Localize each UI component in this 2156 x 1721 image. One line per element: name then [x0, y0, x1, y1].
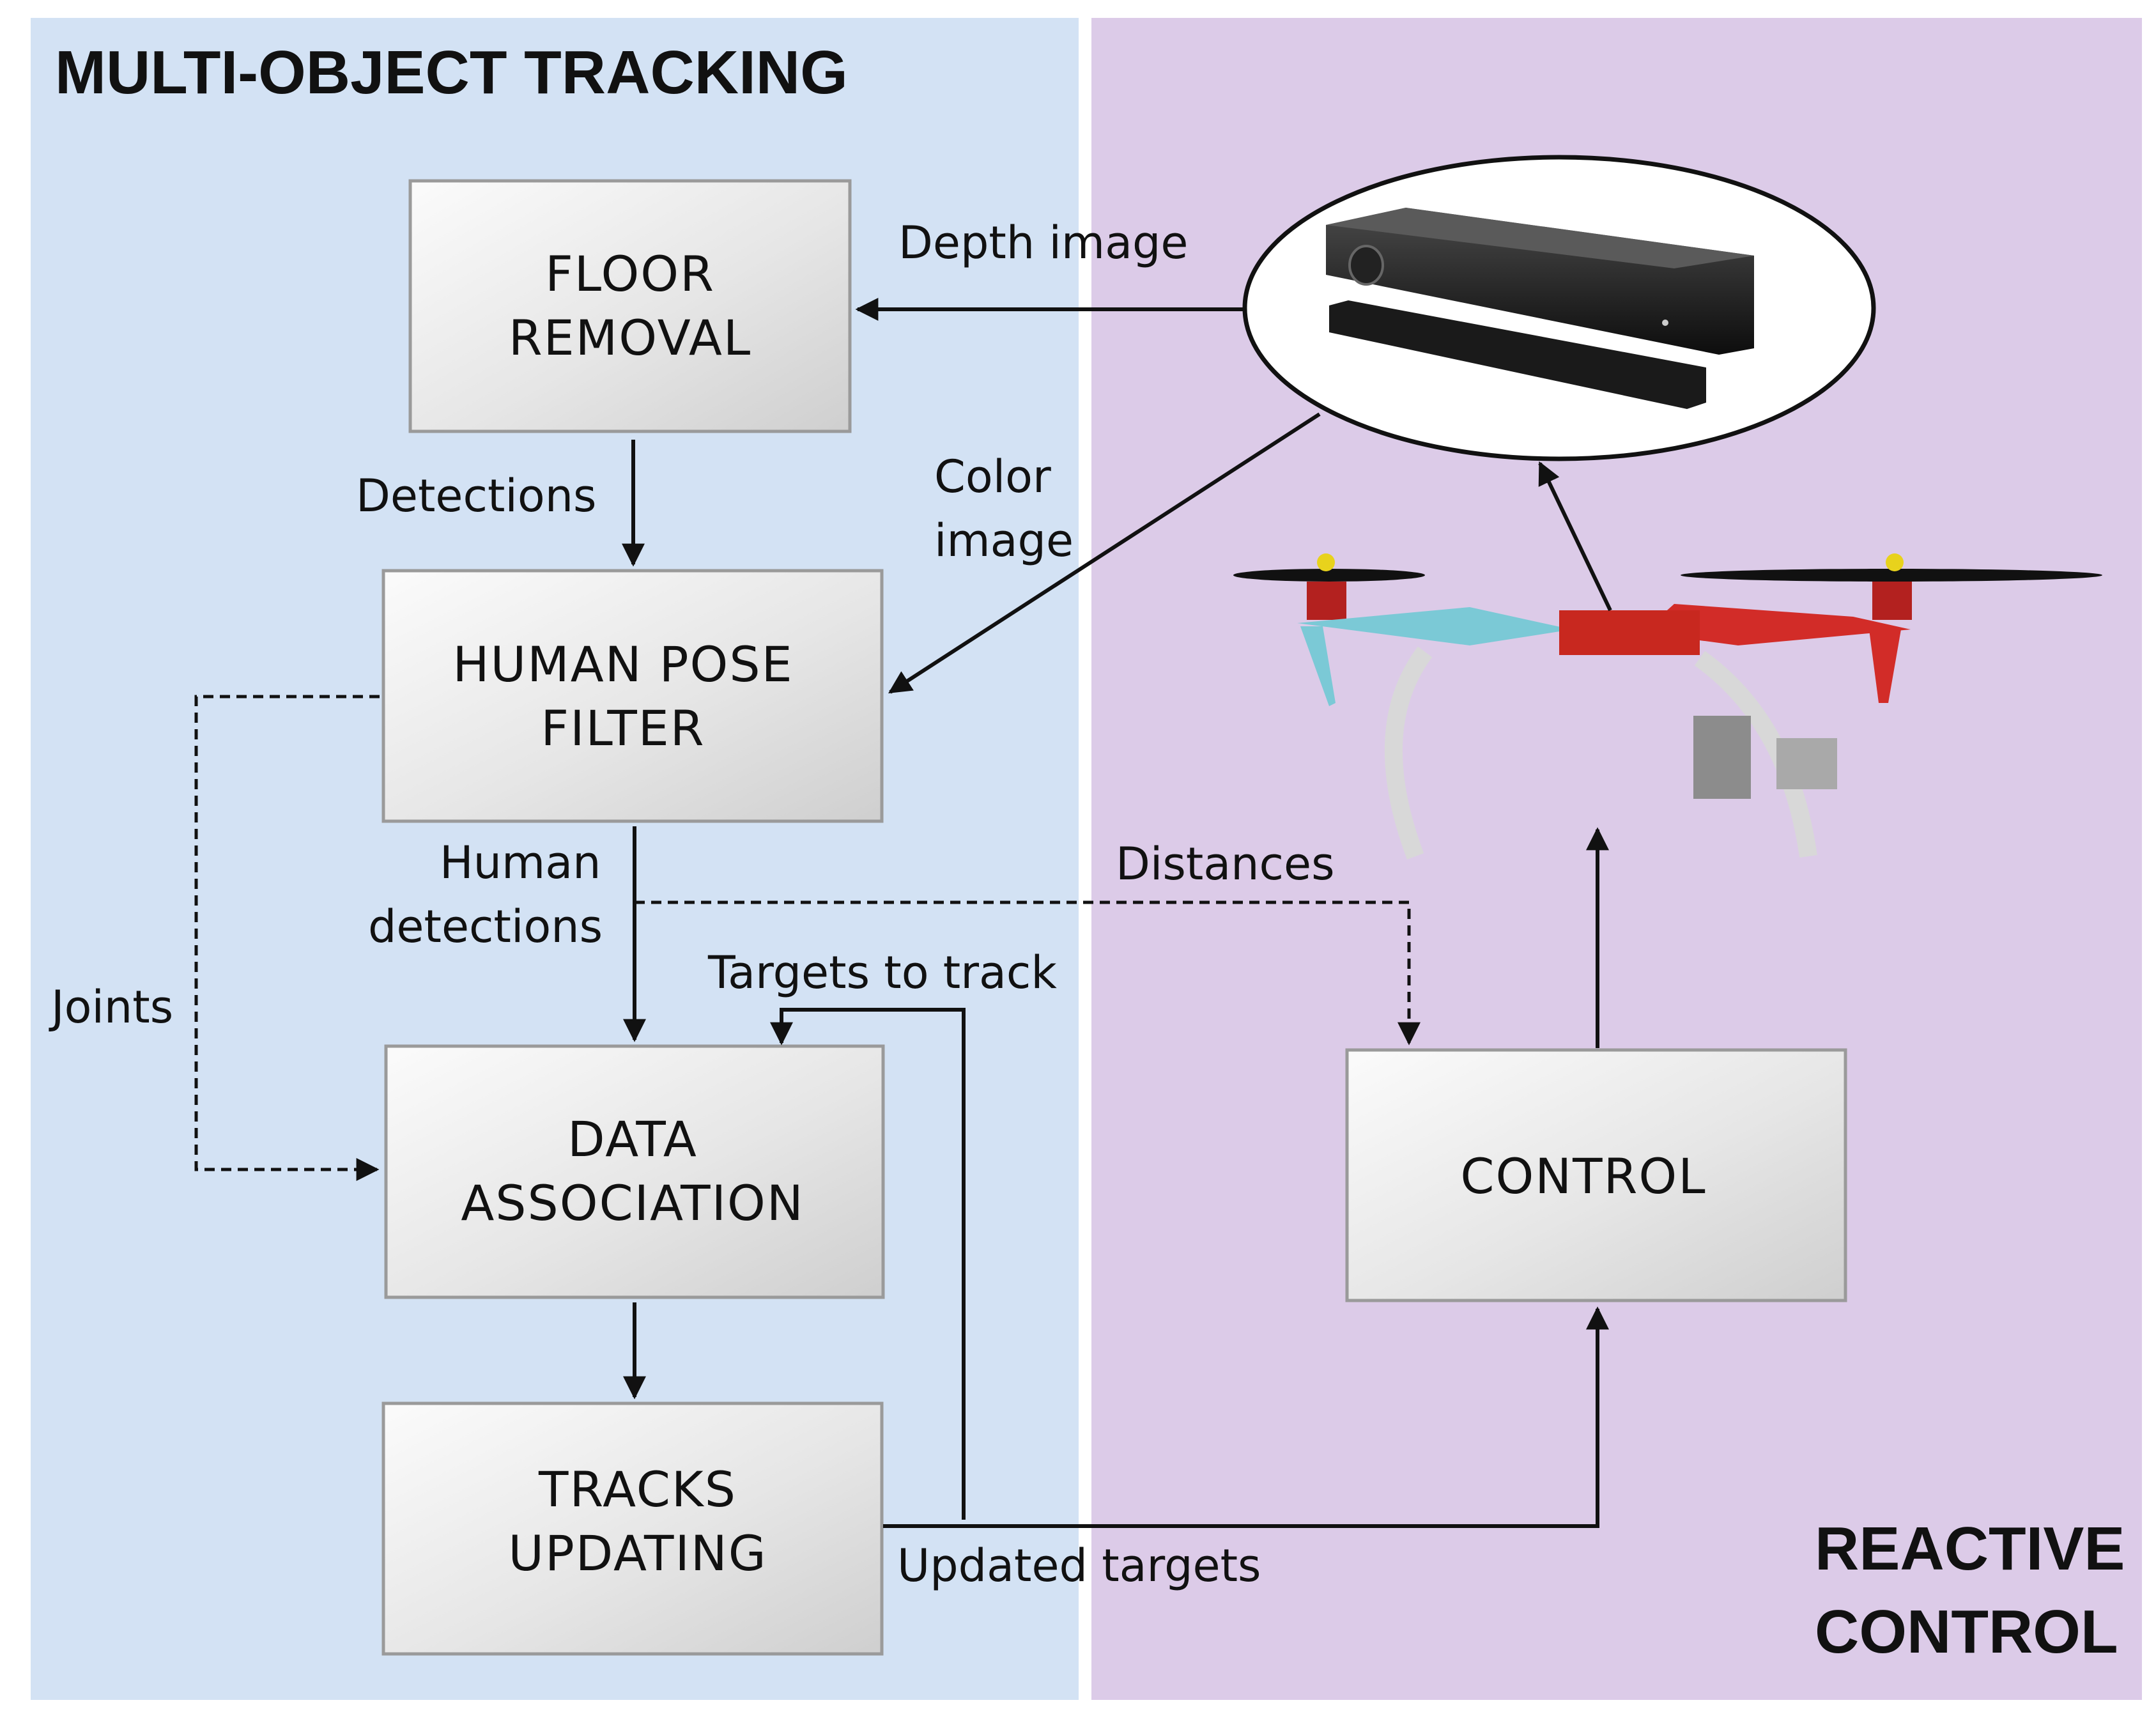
human-pose-filter-box: HUMAN POSE FILTER: [381, 569, 884, 823]
control-section-title-line1: REACTIVE: [1815, 1515, 2125, 1583]
joints-label: Joints: [49, 981, 173, 1033]
updated-targets-label: Updated targets: [897, 1540, 1261, 1592]
human-pose-filter-label-line1: HUMAN POSE: [452, 636, 793, 693]
floor-removal-box: FLOOR REMOVAL: [408, 179, 852, 433]
color-image-label-line2: image: [934, 514, 1074, 567]
human-detections-label-line1: Human: [440, 837, 601, 889]
tracks-updating-label-line1: TRACKS: [538, 1461, 737, 1518]
control-box: CONTROL: [1345, 1048, 1847, 1302]
distances-arrow: [635, 900, 1421, 1046]
data-association-box: DATA ASSOCIATION: [384, 1044, 885, 1299]
tracks-updating-box: TRACKS UPDATING: [381, 1401, 884, 1656]
detections-label: Detections: [356, 470, 597, 522]
floor-removal-label-line1: FLOOR: [545, 245, 715, 302]
tracking-section-title: MULTI-OBJECT TRACKING: [55, 38, 848, 107]
color-image-label-line1: Color: [934, 451, 1051, 503]
drone-to-camera-arrow: [1538, 461, 1612, 612]
joints-arrow: [194, 695, 380, 1181]
depth-image-label: Depth image: [898, 217, 1189, 269]
control-label: CONTROL: [1460, 1148, 1706, 1205]
targets-to-track-label: Targets to track: [707, 946, 1057, 999]
color-image-arrow: [888, 412, 1321, 694]
updated-targets-arrow: [883, 1306, 1609, 1528]
human-detections-label-line2: detections: [368, 900, 603, 953]
data-association-label-line1: DATA: [567, 1111, 698, 1168]
depth-camera-icon: [1242, 155, 1876, 461]
distances-label: Distances: [1116, 838, 1335, 890]
human-pose-filter-label-line2: FILTER: [541, 700, 705, 757]
data-association-label-line2: ASSOCIATION: [461, 1175, 804, 1231]
tracks-updating-label-line2: UPDATING: [508, 1525, 767, 1582]
quadcopter-drone-icon: [1233, 553, 2102, 860]
targets-to-track-arrow: [770, 1008, 966, 1520]
floor-removal-label-line2: REMOVAL: [509, 309, 751, 366]
control-section-title-line2: CONTROL: [1815, 1598, 2118, 1666]
